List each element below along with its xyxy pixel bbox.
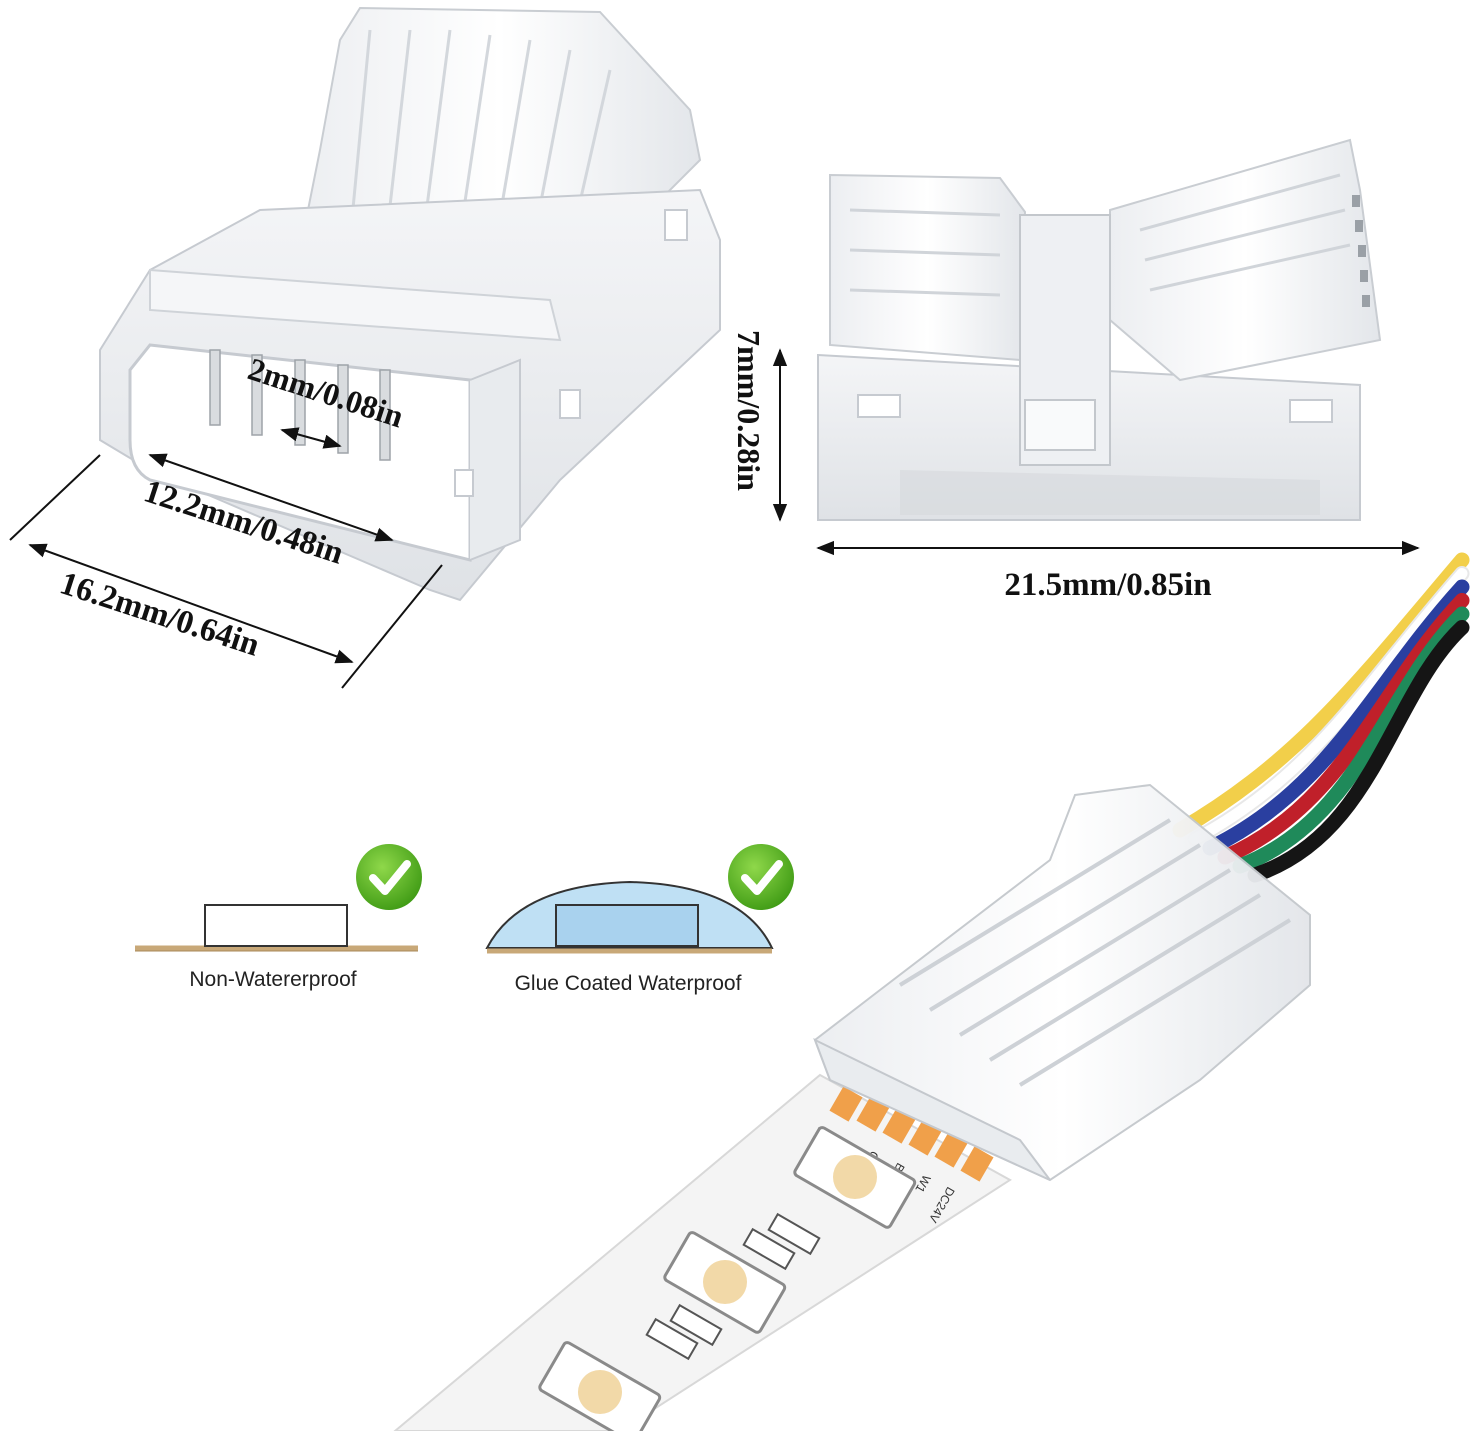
wire — [1172, 552, 1470, 838]
connector-attached — [813, 783, 1311, 1182]
height-label: 7mm/0.28in — [731, 330, 767, 491]
wire — [1202, 579, 1470, 856]
led-strip: W2RGBW1DC24V — [393, 1073, 1012, 1431]
non-waterproof-diagram — [135, 904, 418, 952]
wire-bundle — [1172, 552, 1470, 883]
check-icon — [728, 844, 794, 910]
led-chip — [538, 1341, 662, 1431]
wire — [1232, 606, 1470, 874]
dimension-lines-front — [9, 427, 443, 689]
non-waterproof-caption: Non-Watererproof — [189, 968, 356, 991]
dimension-lines-side — [772, 348, 1420, 556]
glue-coated-caption: Glue Coated Waterproof — [515, 972, 742, 995]
connector-side-view — [817, 138, 1382, 521]
wire — [1217, 593, 1470, 865]
led-chip — [793, 1126, 917, 1229]
led-chip — [663, 1231, 787, 1334]
wire — [1189, 568, 1468, 845]
outer-width-label: 16.2mm/0.64in — [56, 565, 264, 663]
glue-coated-diagram — [485, 880, 774, 954]
check-icon — [356, 844, 422, 910]
wire — [1247, 620, 1470, 883]
length-label: 21.5mm/0.85in — [1004, 567, 1211, 603]
